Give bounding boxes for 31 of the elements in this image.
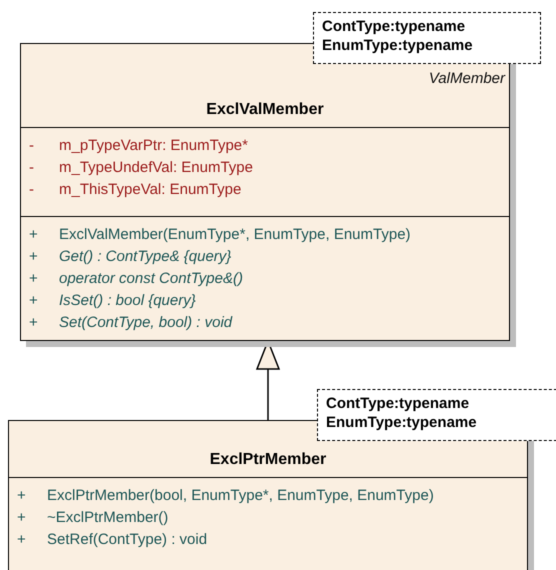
class-member: operator const ContType&() (59, 270, 243, 286)
visibility-marker: + (28, 270, 39, 286)
class-member: ~ExclPtrMember() (47, 508, 168, 526)
visibility-marker: + (28, 314, 39, 330)
template-parameter-box (313, 12, 541, 64)
class-member: m_TypeUndefVal: EnumType (59, 158, 253, 176)
template-parameter: ContType:typename (326, 394, 470, 413)
class-member: m_ThisTypeVal: EnumType (59, 180, 242, 198)
class-member: Get() : ContType& {query} (59, 248, 232, 264)
class-member: IsSet() : bool {query} (59, 292, 196, 308)
template-parameter: ContType:typename (322, 17, 466, 36)
class-member: ExclPtrMember(bool, EnumType*, EnumType, EnumType) (47, 486, 434, 504)
visibility-marker: + (16, 486, 27, 504)
parent-class-name: ValMember (428, 70, 505, 87)
template-parameter-box (317, 389, 556, 441)
class-member: m_pTypeVarPtr: EnumType* (59, 136, 248, 154)
visibility-marker: - (28, 136, 35, 154)
visibility-marker: + (28, 292, 39, 308)
visibility-marker: + (16, 530, 27, 548)
template-parameter: EnumType:typename (322, 36, 474, 55)
visibility-marker: - (28, 158, 35, 176)
class-name: ExclValMember (206, 101, 324, 119)
visibility-marker: + (28, 226, 39, 242)
class-member: ExclValMember(EnumType*, EnumType, EnumType) (59, 226, 411, 242)
class-name: ExclPtrMember (210, 451, 326, 469)
visibility-marker: + (28, 248, 39, 264)
visibility-marker: - (28, 180, 35, 198)
class-member: SetRef(ContType) : void (47, 530, 208, 548)
template-parameter: EnumType:typename (326, 413, 478, 432)
class-member: Set(ContType, bool) : void (59, 314, 232, 330)
visibility-marker: + (16, 508, 27, 526)
